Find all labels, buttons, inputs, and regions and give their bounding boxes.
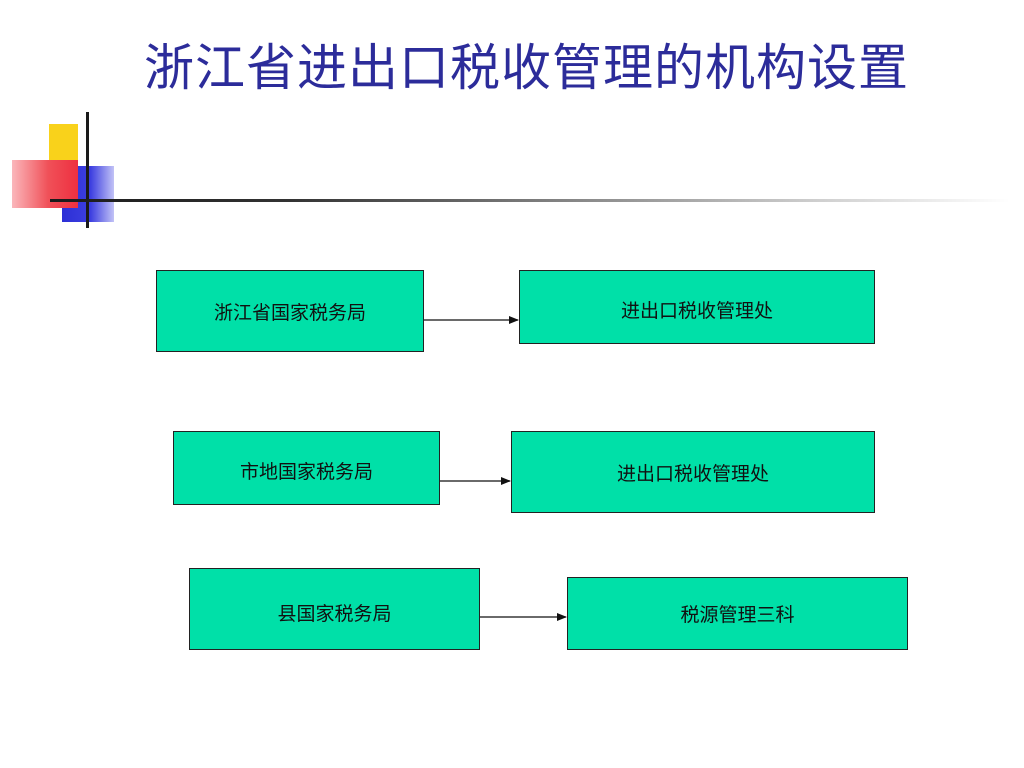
box-tax-source-section-3: 税源管理三科	[567, 577, 908, 650]
decor-vertical-line	[86, 112, 89, 228]
box-label: 进出口税收管理处	[616, 462, 769, 485]
box-county-state-tax-bureau: 县国家税务局	[189, 568, 480, 650]
box-label: 市地国家税务局	[239, 461, 373, 483]
box-label: 进出口税收管理处	[620, 300, 773, 322]
title-underline	[50, 199, 1010, 202]
box-label: 税源管理三科	[680, 604, 795, 626]
box-label: 浙江省国家税务局	[213, 301, 366, 324]
box-label: 县国家税务局	[277, 603, 392, 625]
box-import-export-tax-office: 进出口税收管理处	[519, 270, 875, 344]
decor-yellow-square	[49, 124, 78, 162]
box-city-state-tax-bureau: 市地国家税务局	[173, 431, 440, 505]
slide-title: 浙江省进出口税收管理的机构设置	[144, 39, 909, 97]
box-import-export-tax-office-city: 进出口税收管理处	[511, 431, 875, 513]
box-zhejiang-state-tax-bureau: 浙江省国家税务局	[156, 270, 424, 352]
